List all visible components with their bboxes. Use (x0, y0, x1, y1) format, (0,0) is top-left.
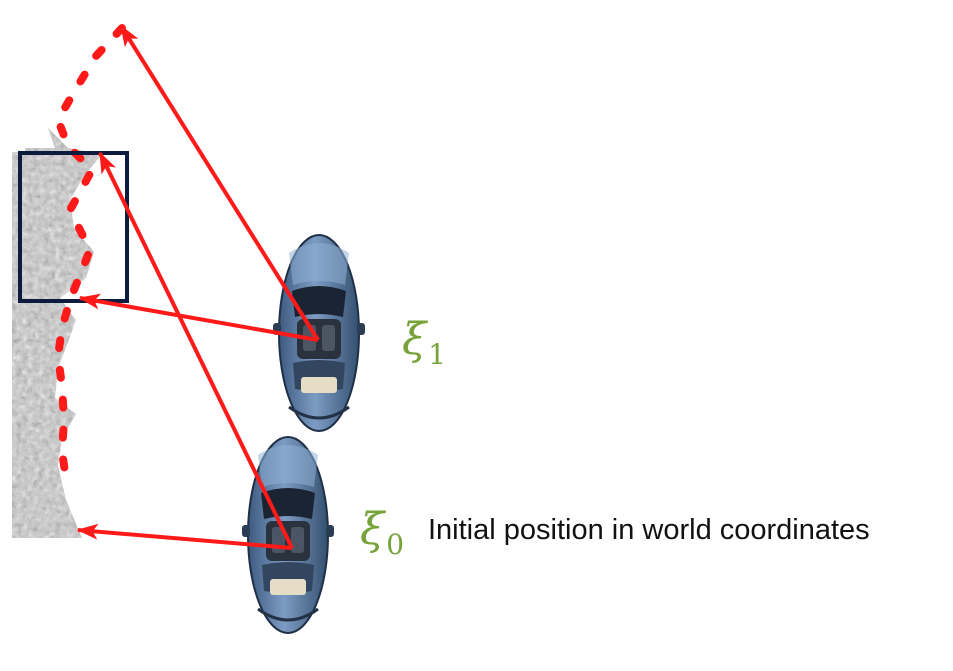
pose-symbol: ξ (360, 504, 385, 555)
car-initial-pose-icon (240, 435, 336, 635)
estimated-surface-contour (53, 24, 126, 482)
rays-from-initial-pose (76, 151, 294, 550)
rays-from-current-pose (78, 24, 320, 342)
pose-index: 0 (386, 528, 405, 561)
pose-index: 1 (428, 338, 447, 371)
initial-position-caption: Initial position in world coordinates (428, 514, 870, 546)
pose-label-current: ξ1 (402, 318, 446, 369)
pose-symbol: ξ (402, 314, 427, 365)
local-map-window (18, 151, 129, 303)
pose-label-initial: ξ0 (360, 508, 404, 559)
